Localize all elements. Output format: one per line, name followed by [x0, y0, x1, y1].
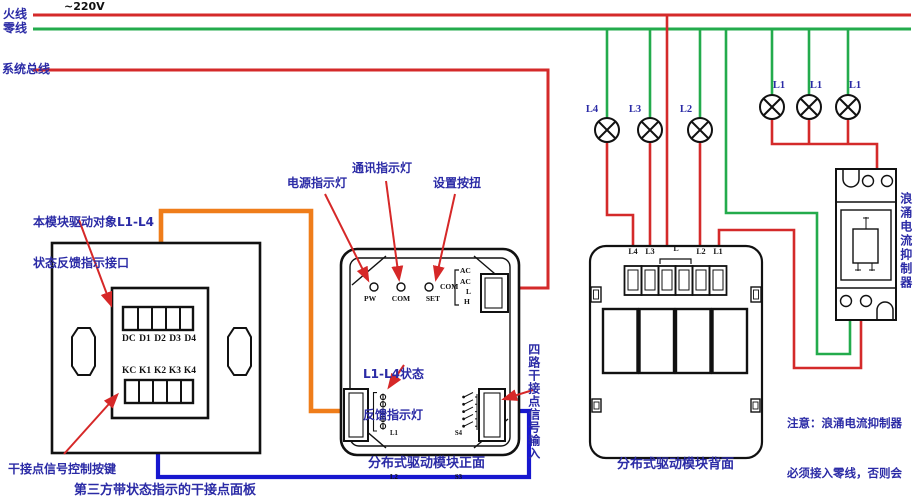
back-module: [588, 244, 764, 460]
mounting-clips: [590, 286, 762, 413]
panel-button-callout: 干接点信号控制按键: [8, 462, 117, 476]
lamp-l4: [594, 117, 620, 143]
power-led-callout: 电源指示灯: [287, 176, 348, 190]
lamp-l4-return-wire: [605, 142, 635, 267]
feedback-pin-labels: L1 L2 L3 L4 V+: [390, 429, 398, 481]
comm-led-callout: 通讯指示灯: [352, 161, 413, 175]
feedback-connector: [343, 388, 369, 442]
set-button-callout: 设置按扭: [433, 176, 482, 190]
dry-contact-wire: [155, 408, 532, 480]
arrow-feedback-interface: [78, 219, 113, 308]
warning-note: 注意：浪涌电流抑制器 必须接入零线，否则会 导致模块损坏！: [787, 415, 902, 481]
power-pin-ac1: AC: [460, 266, 471, 275]
power-pin-h: H: [464, 297, 470, 306]
back-terminal-l2: L2: [696, 247, 706, 256]
lamp-l1-bus-wire: [770, 119, 879, 169]
panel-key-terminal-block: [123, 378, 195, 405]
panel-caption: 第三方带状态指示的干接点面板: [74, 483, 257, 498]
status-led-callout: L1-L4状态 反馈指示灯: [363, 366, 424, 422]
neutral-wire-label: 零线: [3, 21, 28, 35]
front-module-caption: 分布式驱动模块正面: [368, 456, 486, 471]
lamp-l3-label: L3: [628, 104, 642, 115]
input-switch-glyphs: [462, 392, 478, 430]
arrow-power-led: [324, 193, 370, 283]
lamp-l2: [687, 117, 713, 143]
lamp-l1c-label: L1: [848, 80, 862, 91]
lamp-l1b: [796, 94, 822, 120]
voltage-label: ~220V: [64, 0, 105, 13]
feedback-wire: [158, 208, 345, 414]
suppressor-return-wire: [717, 228, 863, 370]
suppressor-neutral-wire: [724, 29, 852, 356]
back-module-caption: 分布式驱动模块背面: [617, 457, 735, 472]
lamp-l1b-label: L1: [809, 80, 823, 91]
arrow-comm-led: [385, 180, 404, 282]
back-terminal-l3: L3: [645, 247, 655, 256]
panel-screw-hole-left: [71, 327, 96, 376]
system-bus-wire: [33, 68, 550, 290]
power-pin-ac2: AC: [460, 277, 471, 286]
relay-block: [601, 307, 749, 375]
power-pin-bracket: [454, 269, 459, 306]
lamps: [594, 94, 861, 143]
power-pin-group-label: COM: [440, 282, 459, 291]
suppressor-top-notch: [842, 169, 860, 188]
lamp-l3: [637, 117, 663, 143]
power-terminal-connector: [480, 273, 509, 313]
lamp-l4-label: L4: [585, 104, 599, 115]
back-terminal-strip: [623, 265, 728, 296]
panel-interface-callout: 本模块驱动对象L1-L4 状态反馈指示接口: [33, 214, 154, 270]
pw-led: [369, 282, 379, 292]
arrow-status-leds: [387, 364, 405, 390]
callout-arrows: [63, 180, 534, 455]
set-led: [424, 282, 434, 292]
lamp-l2-label: L2: [679, 104, 693, 115]
input-connector: [478, 388, 506, 442]
back-l-bracket: [659, 258, 692, 264]
suppressor-bottom-notch: [876, 301, 894, 320]
back-terminal-l4: L4: [628, 247, 638, 256]
lamp-l1a: [759, 94, 785, 120]
live-wire-label: 火线: [3, 7, 28, 21]
arrow-control-button: [63, 392, 120, 455]
front-module: [339, 247, 521, 457]
surge-suppressor: [835, 168, 897, 321]
lamp-l1c: [835, 94, 861, 120]
suppressor-name: 浪涌电流抑制器: [898, 192, 913, 290]
com-led: [396, 282, 406, 292]
panel-feedback-terminal-block: [121, 305, 195, 332]
back-terminal-l1: L1: [713, 247, 723, 256]
feedback-led-column: [372, 392, 387, 432]
wall-panel: [50, 241, 262, 455]
arrow-set-button: [432, 193, 456, 282]
arrow-signal-input: [501, 389, 534, 401]
panel-screw-hole-right: [227, 327, 252, 376]
back-terminal-l: L: [673, 244, 679, 253]
input-callout: 四路干接点信号输入: [526, 343, 541, 460]
power-pin-l: L: [466, 287, 472, 296]
input-pin-labels: S4 S3 S2 S1 COM: [454, 429, 462, 481]
lamp-l1a-label: L1: [772, 80, 786, 91]
system-bus-label: 系统总线: [2, 62, 51, 76]
